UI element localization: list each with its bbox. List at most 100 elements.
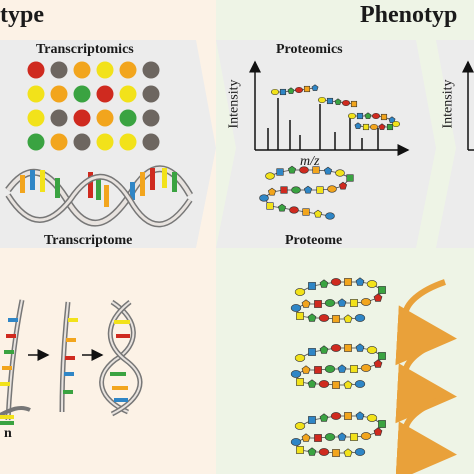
expression-dot	[119, 85, 137, 103]
amino-acid-residue	[289, 206, 299, 214]
expression-dot	[73, 85, 91, 103]
transcriptome-helix	[5, 165, 194, 228]
amino-acid-residue	[338, 181, 348, 190]
amino-acid-residue	[341, 99, 351, 107]
amino-acid-residue	[266, 202, 274, 210]
expression-dot	[73, 109, 91, 127]
amino-acid-residue	[280, 186, 288, 194]
peptide-chains	[259, 84, 401, 220]
expression-dot	[73, 133, 91, 151]
amino-acid-residue	[279, 88, 287, 96]
amino-acid-residue	[308, 348, 316, 356]
expression-dot	[119, 109, 137, 127]
amino-acid-residue	[296, 446, 304, 454]
amino-acid-residue	[371, 112, 381, 120]
spectrum-y-axis-label: Intensity	[226, 79, 242, 129]
amino-acid-residue	[326, 97, 334, 105]
amino-acid-residue	[360, 432, 372, 440]
amino-acid-residue	[318, 314, 330, 322]
amino-acid-residue	[378, 420, 386, 428]
amino-acid-residue	[343, 314, 353, 323]
amino-acid-residue	[366, 346, 378, 354]
amino-acid-residue	[308, 282, 316, 290]
amino-acid-residue	[330, 412, 342, 420]
amino-acid-residue	[313, 209, 323, 218]
amino-acid-residue	[335, 169, 345, 177]
amino-acid-residue	[327, 185, 337, 193]
amino-acid-residue	[312, 166, 320, 174]
amino-acid-residue	[360, 364, 372, 372]
expression-dot	[50, 133, 68, 151]
expression-dot	[27, 133, 45, 151]
amino-acid-residue	[324, 433, 336, 441]
amino-acid-residue	[314, 300, 322, 308]
amino-acid-residue	[332, 381, 340, 389]
amino-acid-residue	[319, 345, 329, 354]
amino-acid-residue	[308, 416, 316, 424]
amino-acid-residue	[354, 122, 362, 129]
amino-acid-residue	[323, 166, 333, 175]
amino-acid-residue	[343, 448, 353, 457]
expression-dot	[50, 85, 68, 103]
amino-acid-residue	[296, 312, 304, 320]
expression-dot	[50, 109, 68, 127]
amino-acid-residue	[325, 212, 335, 220]
amino-acid-residue	[350, 100, 358, 108]
amino-acid-residue	[311, 84, 319, 91]
amino-acid-residue	[301, 299, 311, 308]
amino-acid-residue	[265, 172, 275, 180]
amino-acid-residue	[378, 123, 386, 130]
next-panel-axis	[462, 60, 474, 151]
amino-acid-residue	[355, 411, 365, 420]
amino-acid-residue	[330, 278, 342, 286]
phenotype-header: Phenotyp	[360, 2, 458, 28]
amino-acid-residue	[360, 298, 372, 306]
amino-acid-residue	[366, 414, 378, 422]
amino-acid-residue	[296, 378, 304, 386]
amino-acid-residue	[391, 120, 401, 128]
amino-acid-residue	[337, 364, 347, 373]
amino-acid-residue	[307, 447, 317, 456]
amino-acid-residue	[267, 187, 277, 196]
amino-acid-residue	[354, 448, 366, 456]
expression-dot	[142, 61, 160, 79]
proteomics-title: Proteomics	[276, 42, 343, 57]
expression-dot-grid	[27, 61, 160, 151]
amino-acid-residue	[344, 344, 352, 352]
amino-acid-residue	[354, 380, 366, 388]
protein-folding-chains	[290, 277, 386, 457]
amino-acid-residue	[324, 299, 336, 307]
genome-dna-strands	[0, 299, 143, 425]
amino-acid-residue	[287, 165, 297, 174]
amino-acid-residue	[301, 433, 311, 442]
amino-acid-residue	[373, 359, 383, 368]
spectrum-x-axis-label: m/z	[300, 154, 320, 169]
amino-acid-residue	[388, 116, 396, 123]
amino-acid-residue	[386, 123, 394, 131]
amino-acid-residue	[350, 433, 358, 441]
amino-acid-residue	[294, 354, 306, 362]
amino-acid-residue	[356, 112, 364, 120]
proteome-caption: Proteome	[285, 233, 343, 248]
expression-dot	[73, 61, 91, 79]
amino-acid-residue	[318, 448, 330, 456]
amino-acid-residue	[378, 352, 386, 360]
expression-dot	[142, 109, 160, 127]
expression-dot	[96, 61, 114, 79]
amino-acid-residue	[373, 427, 383, 436]
amino-acid-residue	[290, 438, 302, 446]
expression-dot	[142, 85, 160, 103]
amino-acid-residue	[303, 185, 313, 194]
amino-acid-residue	[316, 186, 324, 194]
amino-acid-residue	[355, 277, 365, 286]
expression-dot	[142, 133, 160, 151]
genome-caption-fragment: n	[4, 426, 12, 441]
expression-dot	[27, 109, 45, 127]
amino-acid-residue	[314, 366, 322, 374]
orange-cycle-arrows	[395, 279, 457, 474]
amino-acid-residue	[287, 87, 295, 94]
amino-acid-residue	[355, 343, 365, 352]
expression-dot	[96, 85, 114, 103]
amino-acid-residue	[307, 379, 317, 388]
amino-acid-residue	[294, 288, 306, 296]
